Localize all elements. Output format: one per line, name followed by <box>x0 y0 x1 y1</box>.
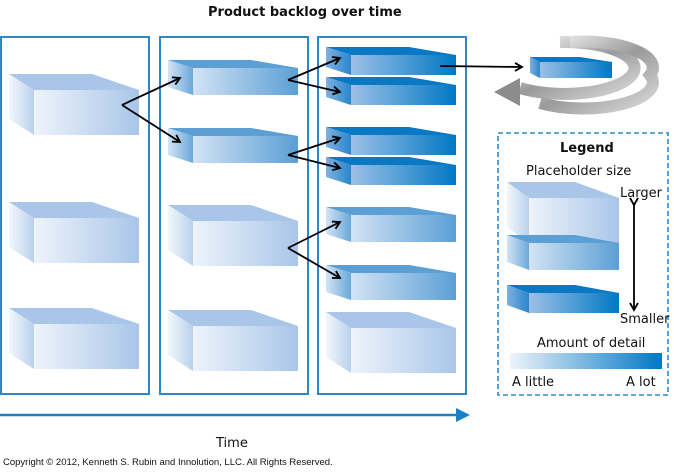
item-side-face <box>9 202 34 263</box>
item-top-face <box>168 310 298 326</box>
backlog-item-light <box>507 182 619 243</box>
item-side-face <box>326 312 351 373</box>
item-side-face <box>530 57 540 78</box>
item-top-face <box>530 57 612 62</box>
legend-frame <box>497 132 669 396</box>
refinement-cycle-icon <box>494 35 659 115</box>
item-front-face <box>351 85 456 105</box>
item-side-face <box>9 308 34 369</box>
split-arrow <box>287 247 342 279</box>
item-side-face <box>9 74 34 135</box>
item-front-face <box>351 273 456 300</box>
split-arrow <box>287 154 342 172</box>
backlog-item-dark <box>326 47 456 75</box>
item-front-face <box>351 328 456 373</box>
detail-gradient-bar <box>510 353 662 369</box>
item-front-face <box>351 55 456 75</box>
legend-larger-label: Larger <box>620 186 663 201</box>
item-front-face <box>193 221 298 266</box>
item-top-face <box>9 308 139 324</box>
backlog-item-medium <box>326 207 456 242</box>
column-frame-3 <box>317 36 467 395</box>
backlog-item-medium <box>168 128 298 163</box>
item-top-face <box>9 74 139 90</box>
copyright-notice: Copyright © 2012, Kenneth S. Rubin and I… <box>3 457 333 468</box>
backlog-item-dark <box>326 157 456 185</box>
split-arrow <box>287 56 342 81</box>
item-front-face <box>193 136 298 163</box>
legend-heading: Legend <box>560 141 614 156</box>
item-side-face <box>168 310 193 371</box>
backlog-item-medium <box>168 60 298 95</box>
item-top-face <box>326 312 456 328</box>
backlog-item-light <box>326 312 456 373</box>
time-label: Time <box>215 436 248 451</box>
backlog-item-light <box>9 202 139 263</box>
backlog-item-medium <box>326 265 456 300</box>
item-front-face <box>34 324 139 369</box>
split-arrow <box>121 76 182 106</box>
item-front-face <box>351 165 456 185</box>
column-frame-1 <box>0 36 150 395</box>
legend-size-label: Placeholder size <box>526 164 631 179</box>
item-front-face <box>529 243 619 270</box>
item-top-face <box>326 265 456 273</box>
item-front-face <box>193 326 298 371</box>
item-top-face <box>168 128 298 136</box>
item-front-face <box>351 135 456 155</box>
item-front-face <box>351 215 456 242</box>
item-top-face <box>168 60 298 68</box>
backlog-item-light <box>9 308 139 369</box>
time-axis-arrowhead <box>456 408 470 422</box>
backlog-item-light <box>168 205 298 266</box>
legend-little-label: A little <box>512 375 554 390</box>
column-frame-2 <box>159 36 309 395</box>
item-top-face <box>507 285 619 293</box>
item-front-face <box>193 68 298 95</box>
legend-lot-label: A lot <box>626 375 656 390</box>
split-arrow <box>121 104 182 143</box>
split-arrow <box>287 135 342 156</box>
item-top-face <box>507 182 619 198</box>
item-side-face <box>507 182 529 243</box>
backlog-item-medium <box>507 235 619 270</box>
backlog-item-light <box>9 74 139 135</box>
item-top-face <box>9 202 139 218</box>
item-side-face <box>168 205 193 266</box>
item-top-face <box>326 77 456 85</box>
backlog-item-dark <box>507 285 619 313</box>
backlog-item-light <box>168 310 298 371</box>
item-front-face <box>34 218 139 263</box>
split-arrow <box>287 79 342 96</box>
item-top-face <box>326 127 456 135</box>
item-top-face <box>168 205 298 221</box>
item-side-face <box>507 285 529 313</box>
split-arrow <box>287 220 342 249</box>
item-front-face <box>529 293 619 313</box>
diagram-title: Product backlog over time <box>208 5 402 20</box>
item-side-face <box>507 235 529 270</box>
backlog-item-dark <box>530 57 612 78</box>
item-front-face <box>34 90 139 135</box>
item-top-face <box>507 235 619 243</box>
item-top-face <box>326 157 456 165</box>
backlog-item-dark <box>326 77 456 105</box>
legend-detail-label: Amount of detail <box>537 336 645 351</box>
backlog-item-dark <box>326 127 456 155</box>
item-front-face <box>540 62 612 78</box>
item-top-face <box>326 47 456 55</box>
legend-smaller-label: Smaller <box>620 312 670 327</box>
item-top-face <box>326 207 456 215</box>
split-arrow <box>439 62 524 72</box>
